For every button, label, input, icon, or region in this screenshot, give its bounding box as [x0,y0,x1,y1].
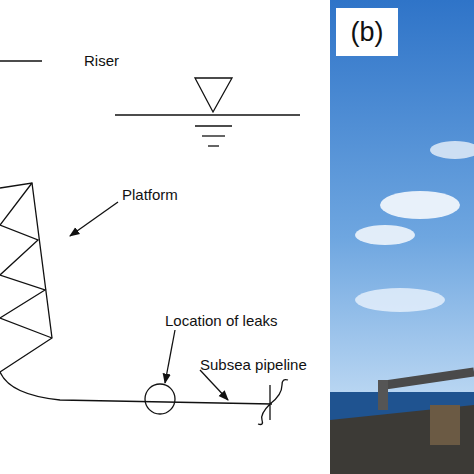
water-level-symbol [195,78,232,112]
cloud [355,288,445,312]
panel-letter: (b) [351,17,384,48]
water-level-symbol [195,125,232,126]
sea-photo [330,392,474,474]
platform-leader [70,202,118,236]
part-label: Platform [122,186,178,204]
cloud [430,141,474,159]
part-label: Subsea pipeline [200,356,307,374]
pipe-end-symbol [258,380,288,425]
leak-circle [145,384,175,414]
deck-equipment [330,405,474,474]
platform-jacket [0,183,52,372]
pipe-support [378,380,388,410]
sky-photo [330,0,474,395]
leak-leader [165,330,175,383]
water-line [115,114,300,115]
platform-bracing [0,183,52,338]
pipe-photo [385,372,474,385]
cloud [355,225,415,245]
panel-label-box: (b) [336,8,398,56]
pipeline-leader [200,370,228,400]
water-level-symbol [208,145,219,146]
part-label: Riser [84,52,119,70]
riser-leader [0,60,42,61]
water-level-symbol [202,135,225,136]
deck-equipment [430,405,460,445]
cloud [380,191,460,219]
part-label: Location of leaks [165,312,278,330]
subsea-pipeline [0,372,272,404]
